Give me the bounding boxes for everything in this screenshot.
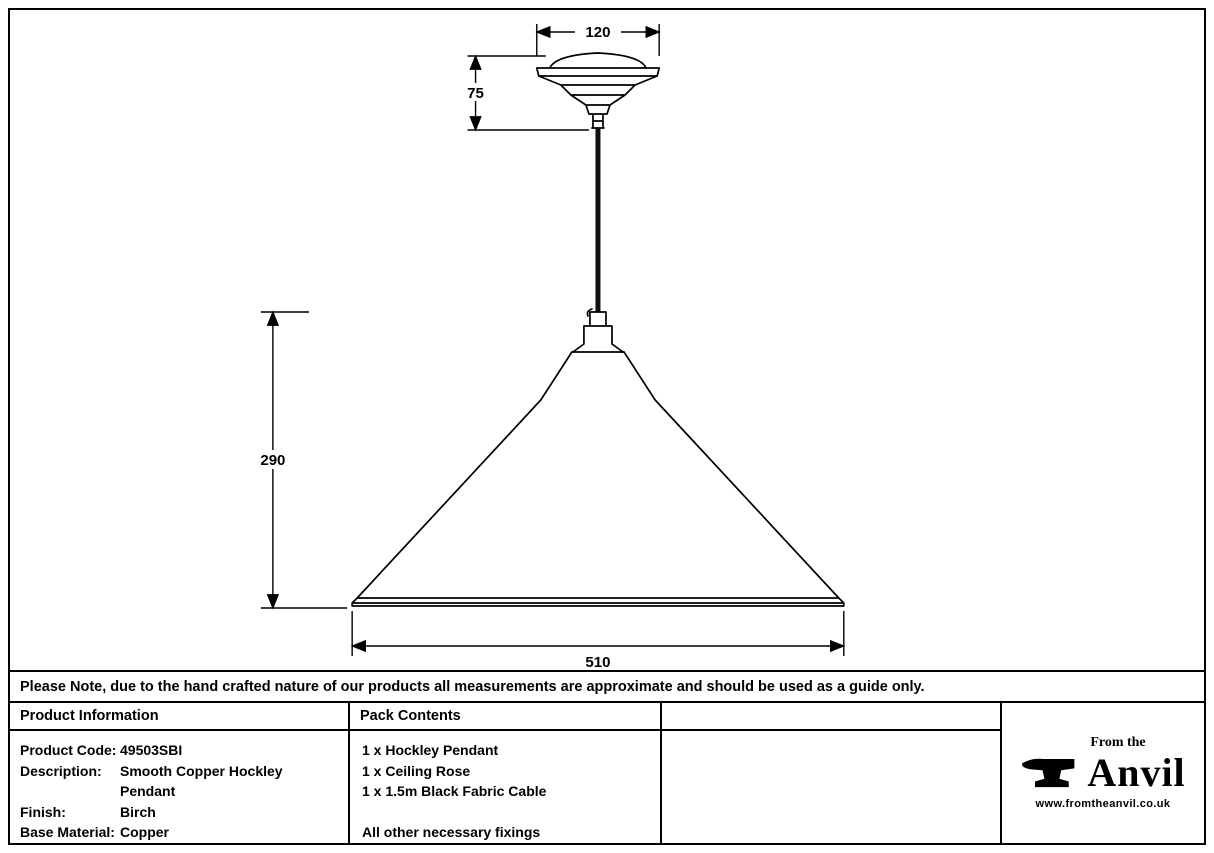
product-info-body: Product Code: 49503SBI Description: Smoo… bbox=[10, 731, 348, 843]
anvil-icon bbox=[1020, 755, 1080, 793]
lamp-holder bbox=[572, 311, 624, 353]
pack-contents-header: Pack Contents bbox=[350, 703, 660, 731]
info-table: Product Information Product Code: 49503S… bbox=[10, 703, 1204, 843]
pack-item: 1 x Ceiling Rose bbox=[362, 762, 471, 779]
pendant-technical-drawing: 120 75 bbox=[252, 22, 846, 670]
empty-column bbox=[660, 703, 1000, 843]
logo-website: www.fromtheanvil.co.uk bbox=[1035, 798, 1171, 810]
pack-contents-body: 1 x Hockley Pendant 1 x Ceiling Rose 1 x… bbox=[350, 731, 660, 842]
dimension-shade-height: 290 bbox=[252, 310, 348, 610]
product-code-value: 49503SBI bbox=[120, 742, 183, 758]
logo-text: From the Anvil bbox=[1087, 736, 1185, 793]
description-label: Description: bbox=[20, 762, 102, 779]
table-row: Description: Smooth Copper Hockley Penda… bbox=[20, 761, 338, 802]
finish-value: Birch bbox=[120, 803, 156, 820]
table-row: Base Material: Copper bbox=[20, 822, 338, 843]
product-info-column: Product Information Product Code: 49503S… bbox=[10, 703, 348, 843]
product-info-header: Product Information bbox=[10, 703, 348, 731]
drawing-area: 120 75 bbox=[10, 10, 1204, 670]
pack-contents-column: Pack Contents 1 x Hockley Pendant 1 x Ce… bbox=[348, 703, 660, 843]
dim-label-shade-width: 510 bbox=[585, 654, 610, 670]
ceiling-rose bbox=[535, 52, 661, 129]
pendant-shade bbox=[351, 351, 845, 607]
description-value: Smooth Copper Hockley Pendant bbox=[120, 762, 283, 800]
base-material-label: Base Material: bbox=[20, 824, 115, 840]
logo-cell: From the Anvil www.fromtheanvil.co.uk bbox=[1000, 703, 1204, 843]
table-row: Finish: Birch bbox=[20, 802, 338, 823]
dim-label-rose-width: 120 bbox=[585, 24, 610, 41]
pack-item: 1 x 1.5m Black Fabric Cable bbox=[362, 783, 547, 799]
empty-column-header bbox=[662, 703, 1000, 731]
logo-from-the: From the bbox=[1090, 735, 1146, 750]
note-bar: Please Note, due to the hand crafted nat… bbox=[10, 670, 1204, 703]
dimension-rose-height: 75 bbox=[461, 54, 589, 132]
dimension-shade-width: 510 bbox=[350, 611, 846, 670]
finish-label: Finish: bbox=[20, 803, 66, 820]
logo: From the Anvil bbox=[1020, 736, 1185, 793]
table-row: Product Code: 49503SBI bbox=[20, 740, 338, 761]
dim-label-shade-height: 290 bbox=[260, 452, 285, 469]
product-code-label: Product Code: bbox=[20, 742, 117, 758]
pack-item: 1 x Hockley Pendant bbox=[362, 742, 499, 758]
base-material-value: Copper bbox=[120, 824, 169, 840]
pack-footer: All other necessary fixings bbox=[362, 823, 541, 840]
note-text: Please Note, due to the hand crafted nat… bbox=[20, 678, 925, 695]
dim-label-rose-height: 75 bbox=[467, 85, 484, 102]
pendant-cable bbox=[586, 128, 601, 317]
logo-brand: Anvil bbox=[1087, 750, 1186, 795]
border-frame: 120 75 bbox=[8, 8, 1206, 845]
dimension-rose-width: 120 bbox=[535, 22, 661, 56]
